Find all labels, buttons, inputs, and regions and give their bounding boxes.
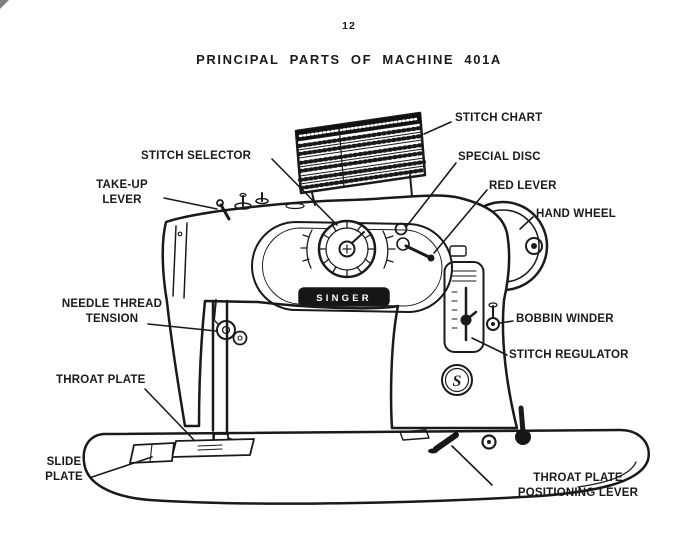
label-stitch-regulator: STITCH REGULATOR [509,349,629,361]
leader-throat-plate [144,388,195,441]
stitch-chart-drawing [294,111,427,195]
bobbin-winder-drawing [486,302,500,331]
s-emblem-text: S [453,373,462,390]
scan-corner-artifact [0,0,9,9]
machine-body-outline [161,194,519,430]
leader-stitch-selector [271,158,338,226]
leader-hand-wheel [519,216,534,230]
label-throat-plate-positioning-lever: THROAT PLATE POSITIONING LEVER [517,472,639,499]
take-up-lever-drawing [216,199,231,221]
stitch-regulator-drawing [443,245,485,353]
singer-brand-text: SINGER [316,293,372,304]
leader-special-disc [405,162,457,228]
face-plate [172,222,188,299]
leader-stitch-regulator [471,337,508,356]
throat-plate-drawing [171,438,255,458]
label-stitch-chart: STITCH CHART [455,112,543,124]
label-slide-plate: SLIDE PLATE [45,456,83,483]
stitch-selector-dial [317,219,377,279]
leader-slide-plate [91,456,153,478]
label-throat-plate: THROAT PLATE [56,374,146,386]
table-knobs [399,405,531,450]
label-bobbin-winder: BOBBIN WINDER [516,313,614,325]
red-lever-drawing [396,237,435,262]
label-stitch-selector: STITCH SELECTOR [141,150,252,162]
leader-take-up-lever [163,197,218,210]
tension-assembly-drawing [213,299,248,346]
singer-badge: SINGER [298,287,390,307]
singer-s-emblem: S [441,364,473,396]
leader-stitch-chart [423,121,452,135]
slide-plate-drawing [129,442,175,464]
page-number: 12 [342,20,356,32]
throat-plate-positioning-lever-drawing [428,432,459,454]
special-disc-drawing [394,222,408,236]
leader-needle-thread-tension [147,323,217,332]
page-title: PRINCIPAL PARTS OF MACHINE 401A [196,52,502,67]
leader-bobbin-winder [499,320,514,324]
leader-lines [91,121,534,486]
leader-red-lever [433,189,488,254]
spool-pins [234,192,305,210]
label-take-up-lever: TAKE-UP LEVER [96,179,148,206]
label-needle-thread-tension: NEEDLE THREAD TENSION [61,298,163,325]
label-hand-wheel: HAND WHEEL [536,208,616,220]
label-special-disc: SPECIAL DISC [458,151,541,163]
dial-arc-scales [300,229,396,269]
label-red-lever: RED LEVER [489,180,557,192]
leader-throat-plate-positioning-lever [451,445,493,486]
